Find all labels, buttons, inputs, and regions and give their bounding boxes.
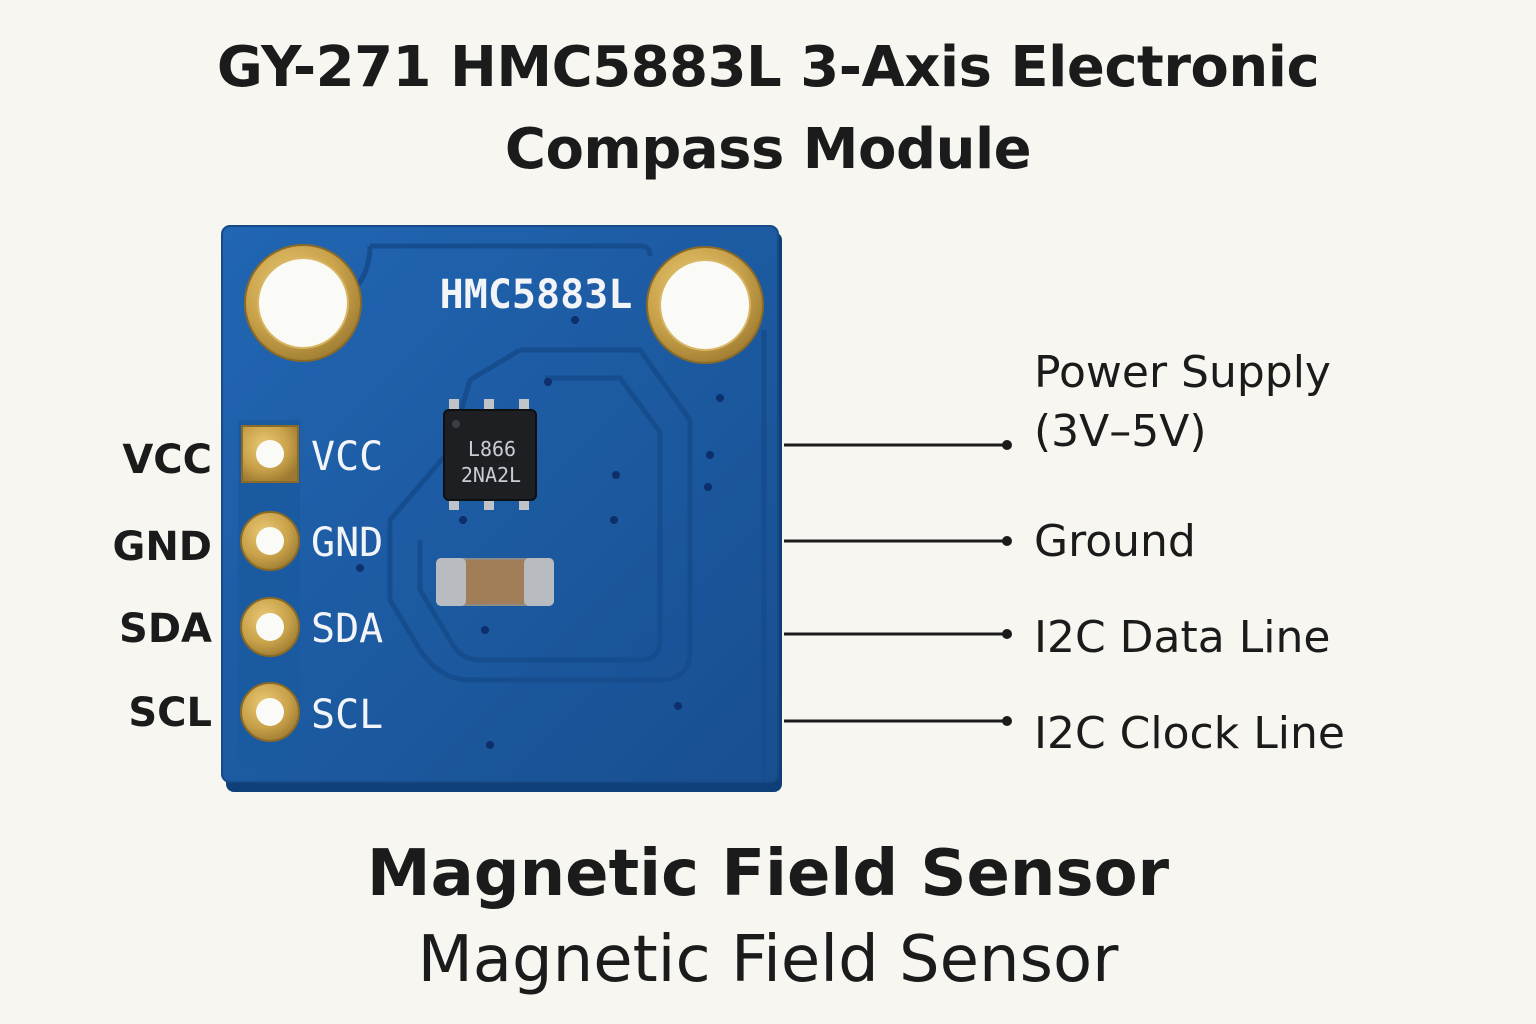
leader-dot-sda — [1002, 629, 1012, 639]
footer-caption-regular: Magnetic Field Sensor — [417, 923, 1119, 997]
pin-label-scl: SCL — [128, 690, 212, 736]
pcb-board: HMC5883L L866 2NA2L — [221, 225, 782, 792]
silk-label-gnd: GND — [311, 520, 383, 566]
chip-marking-line-1: L866 — [468, 437, 516, 461]
title-line-1: GY-271 HMC5883L 3-Axis Electronic — [216, 35, 1320, 100]
pin-label-gnd: GND — [112, 524, 212, 570]
title-line-2: Compass Module — [504, 117, 1032, 182]
silk-label-sda: SDA — [311, 606, 383, 652]
pin-header — [238, 420, 300, 762]
silk-label-vcc: VCC — [311, 434, 383, 480]
pin-description-scl: I2C Clock Line — [1034, 708, 1345, 759]
silkscreen-board-name: HMC5883L — [440, 272, 633, 318]
pin-description-sda: I2C Data Line — [1034, 612, 1331, 663]
leader-dot-gnd — [1002, 536, 1012, 546]
pin-description-vcc: Power Supply — [1034, 347, 1331, 398]
footer-caption-bold: Magnetic Field Sensor — [366, 837, 1170, 911]
pin-pad-vcc — [241, 425, 299, 483]
pin-description-vcc-range: (3V–5V) — [1034, 406, 1207, 457]
silk-label-scl: SCL — [311, 692, 383, 738]
leader-lines — [784, 440, 1012, 726]
mounting-hole-right — [646, 246, 764, 364]
pin-description-gnd: Ground — [1034, 516, 1196, 567]
hmc5883l-chip: L866 2NA2L — [443, 399, 537, 510]
pin-pad-sda — [240, 597, 300, 657]
pin-pad-scl — [240, 682, 300, 742]
pin-pad-gnd — [240, 511, 300, 571]
pin-label-sda: SDA — [119, 606, 212, 652]
silkscreen-pin-labels: VCC GND SDA SCL — [311, 434, 383, 738]
leader-dot-scl — [1002, 716, 1012, 726]
smd-capacitor — [436, 558, 554, 606]
leader-dot-vcc — [1002, 440, 1012, 450]
pcb-vias — [356, 316, 724, 749]
pin-label-vcc: VCC — [122, 437, 212, 483]
mounting-hole-left — [244, 244, 362, 362]
chip-marking-line-2: 2NA2L — [461, 463, 521, 487]
